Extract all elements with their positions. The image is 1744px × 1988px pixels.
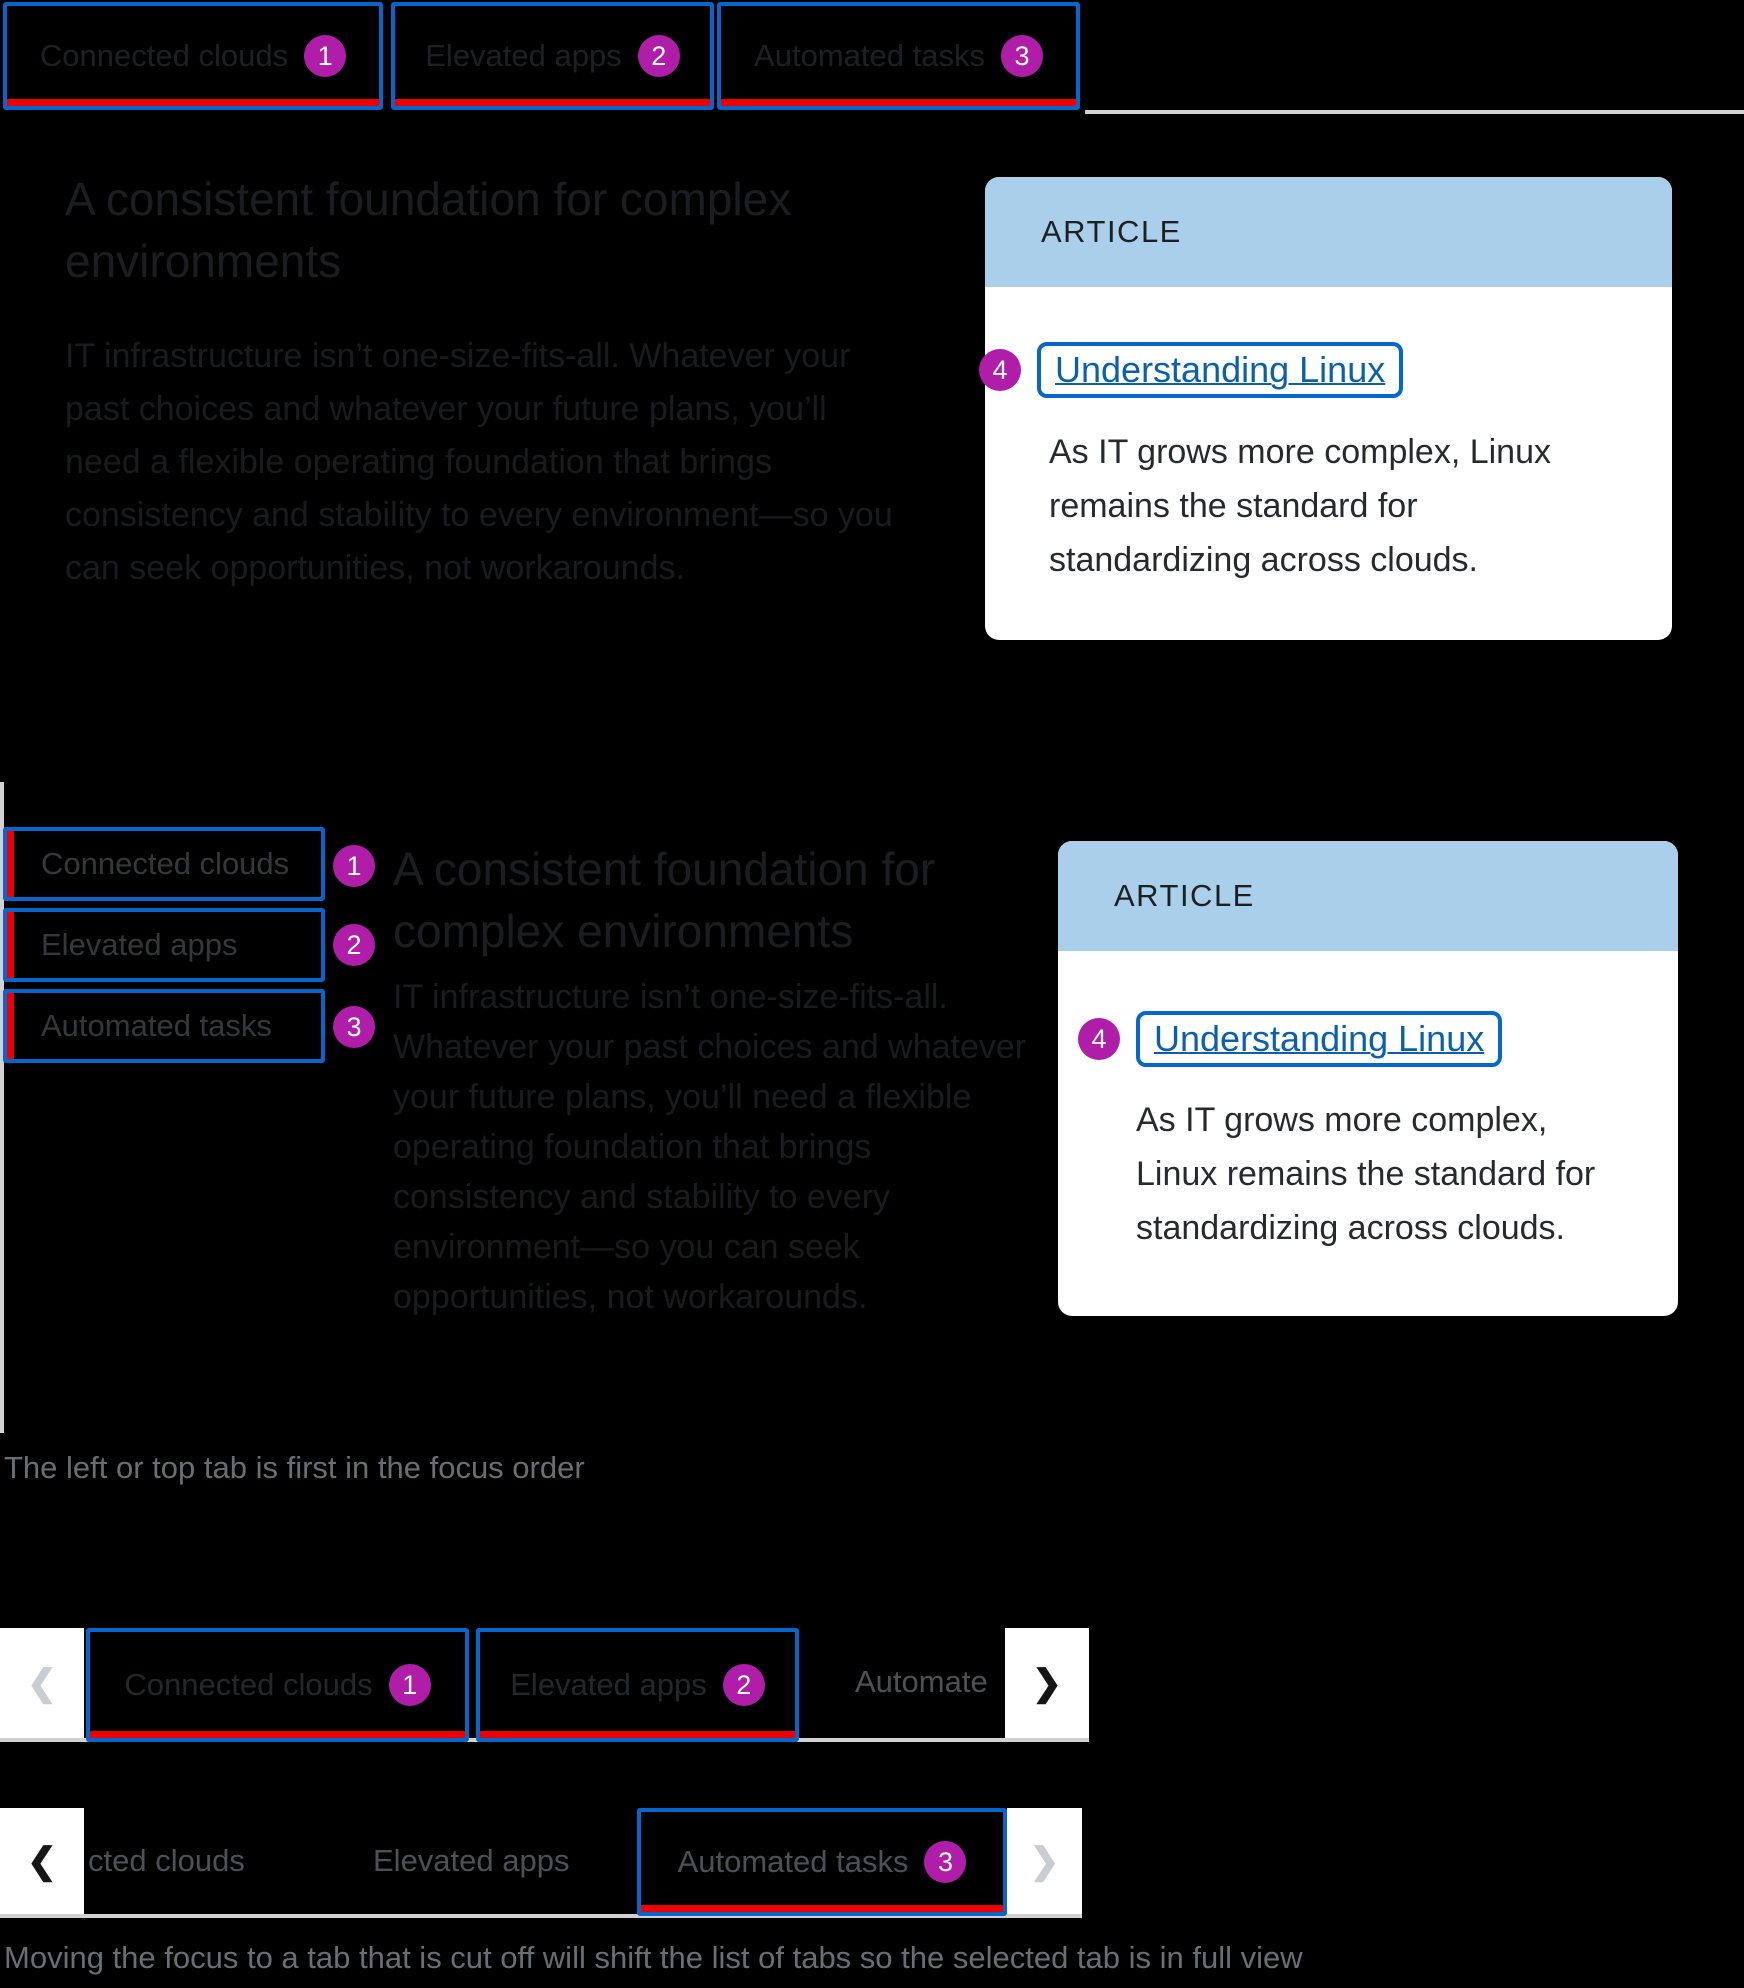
tabbar-bottom-border	[1085, 110, 1744, 114]
scroll-right-button[interactable]: ❯	[1005, 1628, 1089, 1738]
caption-overflow: Moving the focus to a tab that is cut of…	[4, 1940, 1303, 1975]
focus-order-badge-1: 1	[388, 1664, 431, 1706]
selected-tab-indicator	[7, 993, 14, 1059]
content-paragraph: IT infrastructure isn’t one-size-fits-al…	[393, 978, 1027, 1316]
tab-label: Automated tasks	[754, 38, 985, 73]
article-card: ARTICLE 4 Understanding Linux As IT grow…	[1058, 841, 1678, 1316]
selected-tab-indicator	[7, 912, 14, 978]
tab-connected-clouds[interactable]: Connected clouds 1	[3, 2, 383, 110]
tab-connected-clouds-cut[interactable]: cted clouds	[88, 1843, 245, 1878]
selected-tab-indicator	[721, 99, 1076, 106]
focus-order-badge-4: 4	[979, 349, 1021, 391]
tab-elevated-apps[interactable]: Elevated apps	[3, 908, 325, 982]
tab-automated-tasks-cut[interactable]: Automate	[855, 1664, 988, 1699]
content-heading: A consistent foundation for complex envi…	[65, 173, 792, 287]
article-description: As IT grows more complex, Linux remains …	[1136, 1101, 1596, 1247]
article-link[interactable]: Understanding Linux	[1055, 349, 1386, 390]
focus-order-badge-3: 3	[1000, 35, 1043, 77]
article-card-eyebrow: ARTICLE	[985, 177, 1672, 287]
selected-tab-indicator	[7, 99, 379, 106]
focus-order-badge-4: 4	[1078, 1018, 1120, 1060]
scroll-left-button[interactable]: ❮	[0, 1628, 84, 1738]
tab-label: Connected clouds	[39, 38, 289, 73]
article-card-eyebrow: ARTICLE	[1058, 841, 1678, 951]
caption-focus-order: The left or top tab is first in the focu…	[4, 1450, 585, 1485]
selected-tab-indicator	[480, 1731, 795, 1738]
scroll-left-button[interactable]: ❮	[0, 1808, 84, 1914]
tab-connected-clouds[interactable]: Connected clouds 1	[86, 1628, 469, 1742]
selected-tab-indicator	[395, 99, 710, 106]
tab-elevated-apps[interactable]: Elevated apps 2	[476, 1628, 799, 1742]
tab-automated-tasks[interactable]: Automated tasks 3	[637, 1808, 1007, 1916]
tab-label: Automated tasks	[677, 1844, 909, 1879]
tab-label: Connected clouds	[124, 1667, 373, 1702]
focus-order-badge-2: 2	[637, 35, 680, 77]
chevron-left-icon: ❮	[26, 1840, 58, 1881]
content-paragraph: IT infrastructure isn’t one-size-fits-al…	[65, 337, 893, 587]
tab-automated-tasks[interactable]: Automated tasks 3	[717, 2, 1080, 110]
focus-order-badge-2: 2	[722, 1664, 765, 1706]
tab-label: Elevated apps	[425, 38, 622, 73]
selected-tab-indicator	[641, 1905, 1003, 1912]
content-heading: A consistent foundation for complex envi…	[393, 843, 936, 957]
focus-order-badge-1: 1	[333, 845, 375, 887]
tab-elevated-apps[interactable]: Elevated apps 2	[391, 2, 714, 110]
focus-order-badge-3: 3	[333, 1006, 375, 1048]
article-card: ARTICLE 4 Understanding Linux As IT grow…	[979, 177, 1672, 640]
selected-tab-indicator	[7, 831, 14, 897]
chevron-right-icon: ❯	[1031, 1662, 1063, 1703]
scroll-right-button[interactable]: ❯	[1007, 1808, 1082, 1914]
selected-tab-indicator	[90, 1731, 465, 1738]
article-description: As IT grows more complex, Linux remains …	[1049, 433, 1551, 579]
focus-order-badge-3: 3	[924, 1841, 967, 1883]
tab-label: Automated tasks	[41, 1008, 272, 1043]
tabbar-bottom-border	[0, 1914, 1082, 1918]
tab-elevated-apps[interactable]: Elevated apps	[373, 1843, 570, 1878]
article-link[interactable]: Understanding Linux	[1154, 1018, 1485, 1059]
chevron-left-icon: ❮	[26, 1662, 58, 1703]
vertical-tabs-border	[0, 782, 4, 1433]
focus-order-badge-2: 2	[333, 924, 375, 966]
tab-label: Elevated apps	[510, 1667, 707, 1702]
tab-connected-clouds[interactable]: Connected clouds	[3, 827, 325, 901]
tab-label: Connected clouds	[41, 846, 290, 881]
article-link-focus-ring: Understanding Linux	[1136, 1011, 1503, 1067]
tab-label: Elevated apps	[41, 927, 238, 962]
article-link-focus-ring: Understanding Linux	[1037, 342, 1404, 398]
tab-automated-tasks[interactable]: Automated tasks	[3, 989, 325, 1063]
chevron-right-icon: ❯	[1029, 1840, 1060, 1881]
focus-order-badge-1: 1	[304, 35, 347, 77]
